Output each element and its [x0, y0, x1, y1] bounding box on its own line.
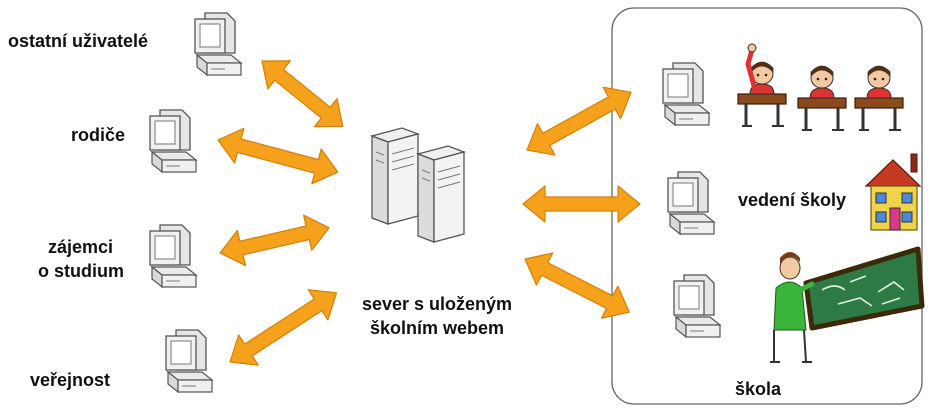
arrow-server-classroom: [526, 86, 632, 156]
label-parents: rodiče: [71, 125, 126, 145]
server-tower-icon: [371, 127, 419, 225]
computer-icon: [165, 329, 213, 393]
label-applicants-line2: o studium: [38, 261, 124, 281]
computer-icon: [149, 109, 197, 173]
school-building-icon: [864, 153, 922, 231]
computer-icon: [673, 274, 721, 338]
arrows: [217, 60, 641, 366]
label-other-users: ostatní uživatelé: [8, 31, 149, 51]
computer-icon: [667, 171, 715, 235]
computer-icon: [194, 12, 242, 76]
label-school-management: vedení školy: [738, 190, 847, 210]
label-public: veřejnost: [30, 370, 111, 390]
arrow-applicants-server: [219, 214, 330, 267]
arrow-server-teacher: [524, 252, 630, 319]
server-tower-icon: [417, 145, 465, 243]
teacher-blackboard-icon: [770, 246, 925, 363]
computer-icon: [149, 224, 197, 288]
arrow-parents-server: [217, 127, 339, 185]
label-school: škola: [735, 379, 782, 399]
label-server-line2: školním webem: [369, 318, 505, 338]
students-icon: [736, 43, 905, 132]
label-applicants-line1: zájemci: [48, 237, 114, 257]
arrow-server-management: [522, 185, 641, 223]
arrow-others-server: [261, 60, 344, 128]
label-server-line1: sever s uloženým: [361, 294, 513, 314]
computer-icon: [662, 62, 710, 126]
arrow-public-server: [229, 289, 338, 366]
